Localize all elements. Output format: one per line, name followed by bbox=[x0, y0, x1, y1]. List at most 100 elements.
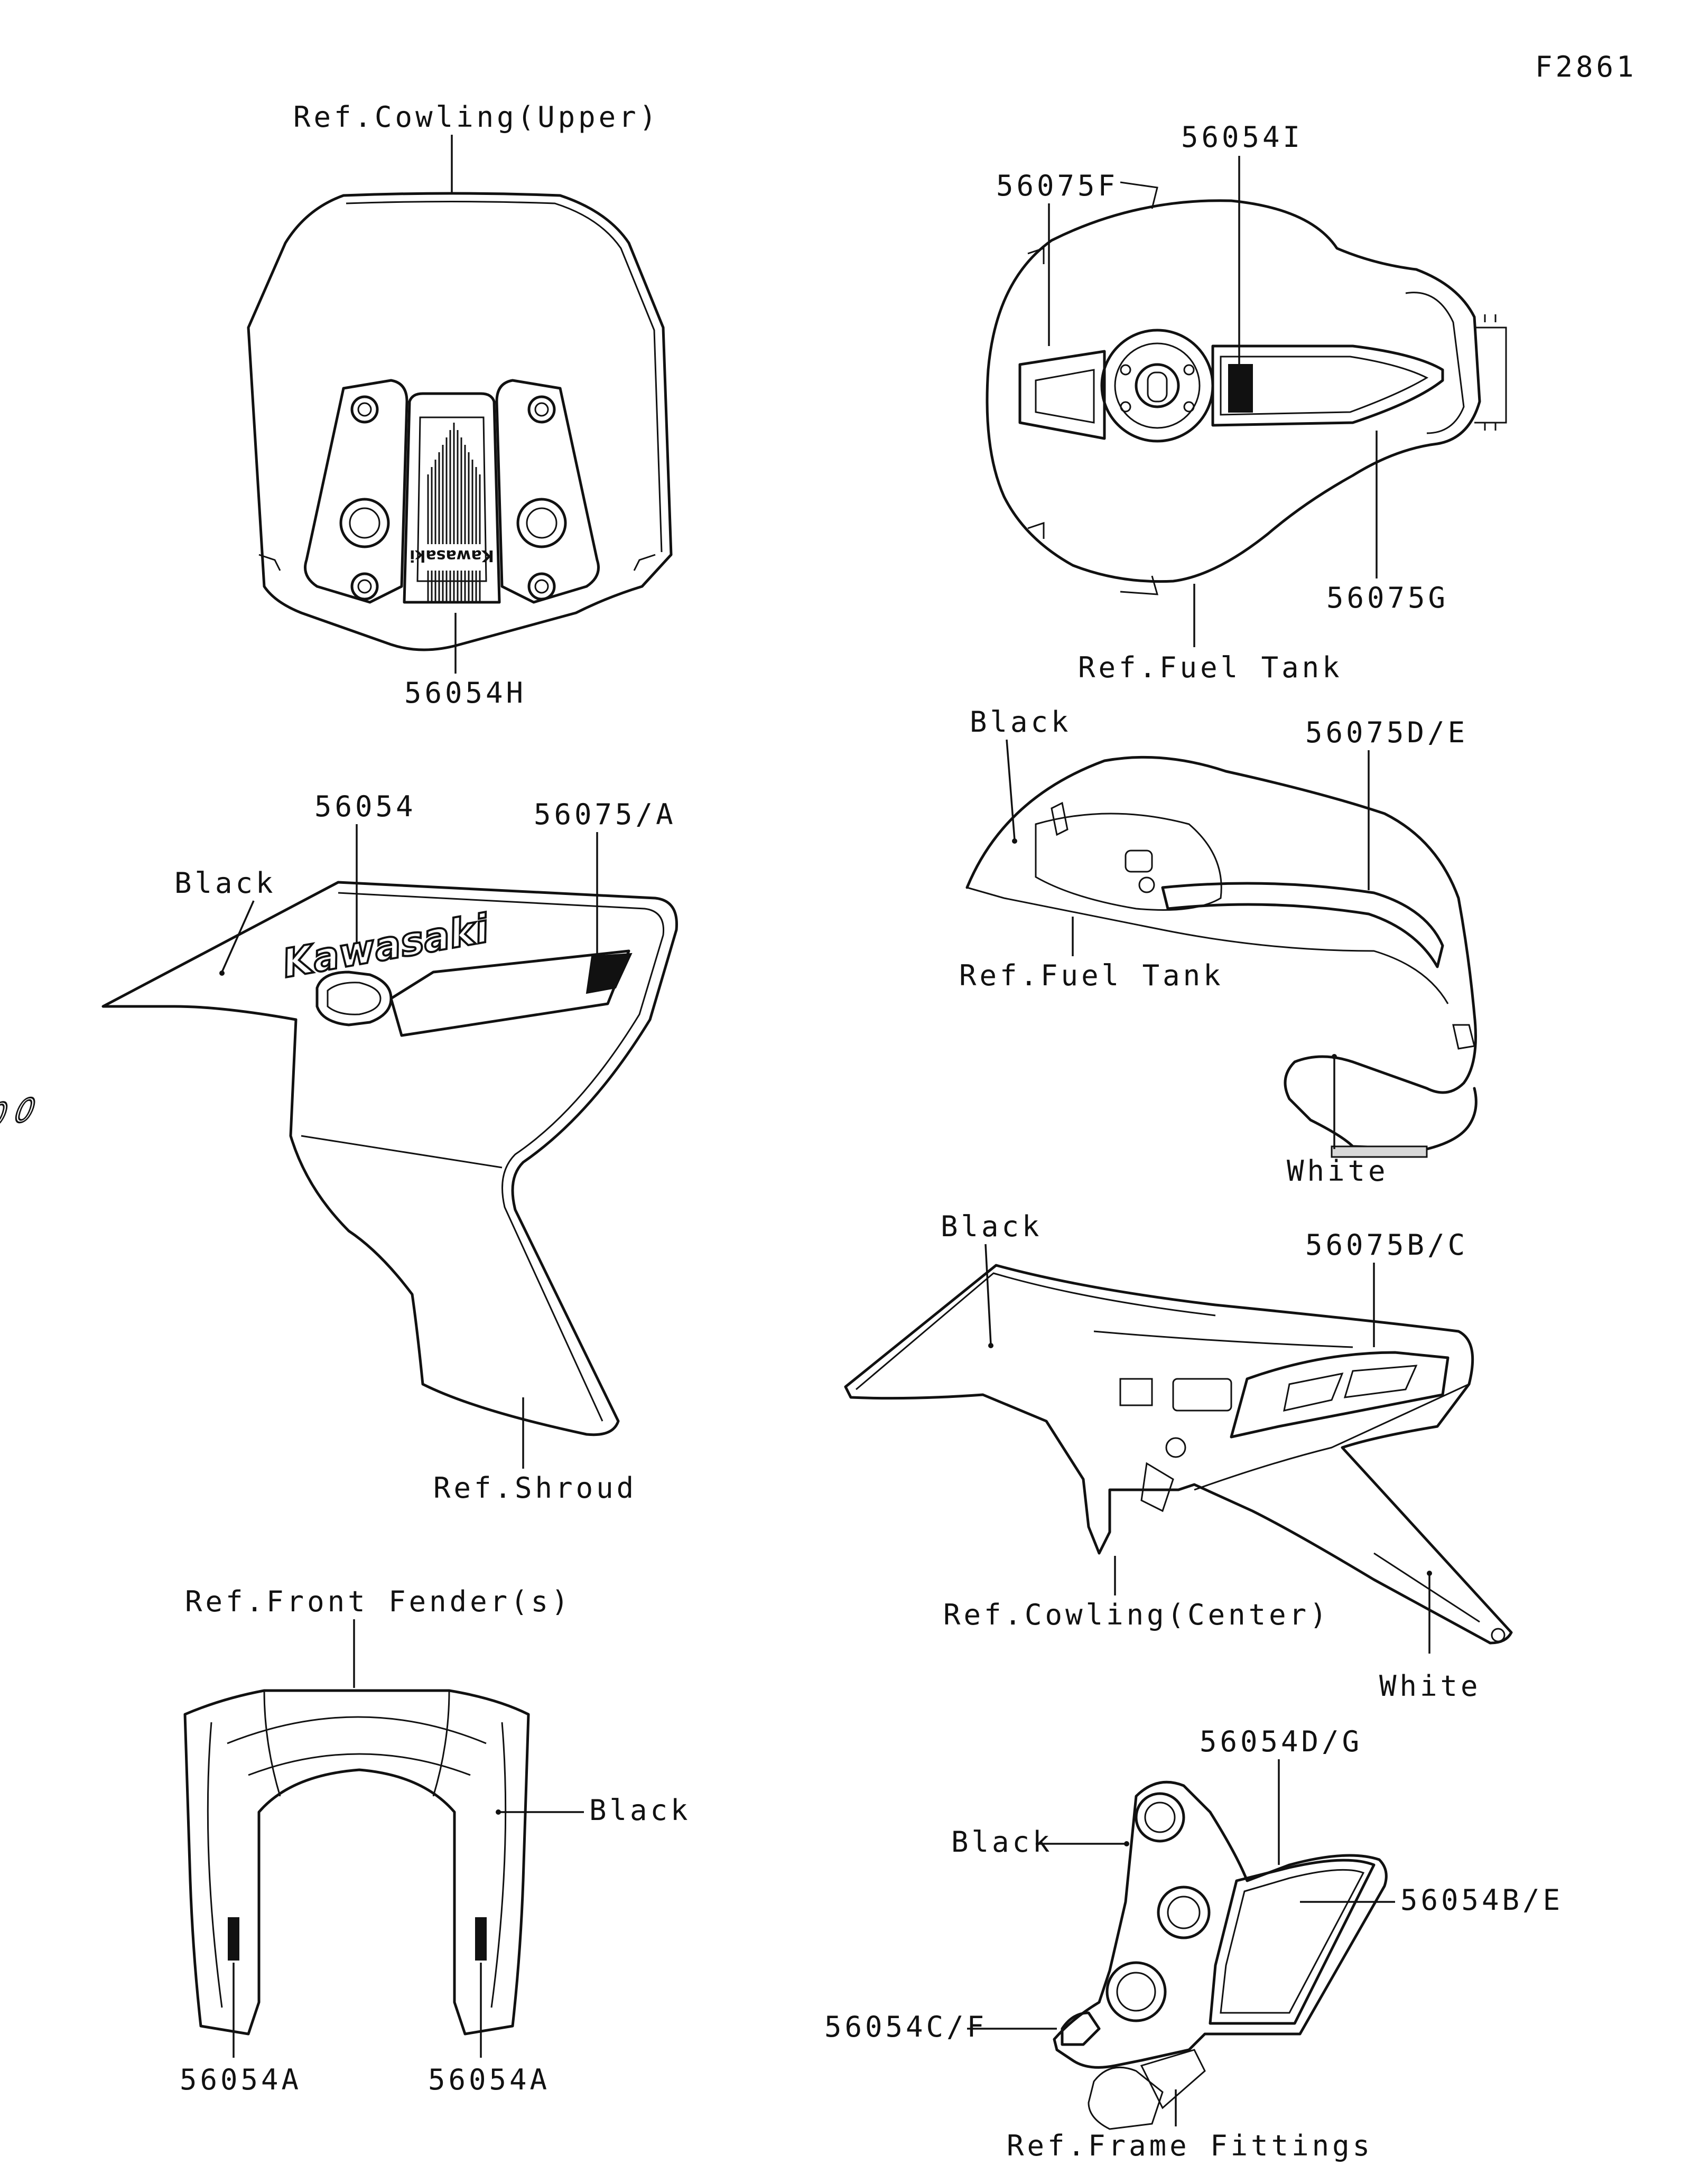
marker-frame-fittings-black bbox=[1124, 1841, 1129, 1846]
fuel-tank-side-rear-clip bbox=[1452, 1024, 1475, 1050]
fuel-tank-side-bracket bbox=[1051, 801, 1069, 836]
frame-fittings-hole-middle bbox=[1157, 1886, 1211, 1939]
fuel-tank-top-filler-bolt-1 bbox=[1120, 364, 1131, 376]
cowling-center-tab bbox=[1140, 1462, 1174, 1513]
frame-fittings-hole-top bbox=[1135, 1792, 1185, 1843]
fuel-tank-top-filler-bolt-4 bbox=[1183, 401, 1195, 413]
label-56054d-g: 56054D/G bbox=[1200, 1725, 1362, 1758]
shroud-decal-boundary bbox=[301, 1135, 503, 1169]
fuel-tank-top-filler-cap bbox=[1100, 329, 1214, 443]
cowling-upper-bolt-2-inner bbox=[534, 402, 549, 417]
cowling-upper-bolt-1-inner bbox=[357, 402, 372, 417]
front-fender-arch-inner bbox=[248, 1753, 471, 1776]
decal-56075b-c-shape bbox=[1230, 1351, 1450, 1439]
front-fender-rib-left bbox=[263, 1690, 281, 1797]
cowling-upper-bolt-4 bbox=[527, 572, 556, 601]
front-fender-arch bbox=[227, 1716, 487, 1744]
frame-fittings-drawing: 56054D/G Black 56054B/E 56054C/F Ref.Fra… bbox=[824, 1725, 1560, 2162]
label-tank-side-black: Black bbox=[970, 705, 1072, 739]
label-tank-side-white: White bbox=[1287, 1154, 1389, 1188]
label-56075g: 56075G bbox=[1326, 581, 1448, 614]
shroud-decal-1000: 1000 bbox=[0, 1089, 47, 1144]
decal-56075f-inner bbox=[1035, 369, 1095, 424]
cowling-center-drawing: Black 56075B/C Ref.Cowling(Center) White bbox=[844, 1210, 1513, 1703]
label-56054c-f: 56054C/F bbox=[824, 2010, 987, 2043]
label-ref-fuel-tank-top: Ref.Fuel Tank bbox=[1078, 651, 1343, 684]
leader-tank-side-black bbox=[1006, 739, 1016, 841]
cowling-upper-inner-line bbox=[346, 201, 663, 553]
fuel-tank-top-bracket bbox=[1474, 326, 1507, 424]
fuel-tank-side-base-plate bbox=[1331, 1145, 1428, 1158]
cowling-upper-center-frame bbox=[403, 392, 501, 604]
cowling-upper-corner-left bbox=[258, 554, 281, 571]
cowling-upper-drawing: Ref.Cowling(Upper) Kawasaki 56054H bbox=[247, 100, 673, 710]
cowling-center-lower-edge bbox=[1194, 1383, 1470, 1491]
label-cowling-center-white: White bbox=[1379, 1669, 1481, 1703]
figure-id: F2861 bbox=[1535, 50, 1637, 83]
cowling-upper-plate-left bbox=[304, 379, 408, 604]
cowling-upper-grommet-right-inner bbox=[526, 507, 558, 539]
decal-56054b-e-shape bbox=[1209, 1859, 1376, 2025]
cowling-center-crease bbox=[1093, 1330, 1353, 1348]
cowling-center-top-edge bbox=[856, 1272, 1216, 1390]
cowling-upper-bolt-3 bbox=[350, 572, 379, 601]
decal-56075g-shape bbox=[1211, 344, 1444, 427]
label-ref-front-fender: Ref.Front Fender(s) bbox=[185, 1585, 572, 1618]
fuel-tank-side-inner-panel bbox=[1035, 813, 1222, 911]
label-ref-frame-fittings: Ref.Frame Fittings bbox=[1007, 2129, 1373, 2162]
front-fender-outline bbox=[183, 1689, 530, 2036]
frame-fittings-hole-top-inner bbox=[1144, 1802, 1176, 1833]
label-56075-a: 56075/A bbox=[534, 798, 676, 831]
fuel-tank-side-fitting-1 bbox=[1125, 850, 1153, 873]
cowling-center-white-stripe bbox=[1373, 1552, 1480, 1623]
fuel-tank-top-filler-bolt-3 bbox=[1120, 401, 1131, 413]
label-fender-black: Black bbox=[589, 1794, 691, 1827]
shroud-inner-trim bbox=[338, 892, 665, 1422]
decal-56054i-mark bbox=[1228, 364, 1253, 413]
frame-fittings-hole-middle-inner bbox=[1167, 1896, 1201, 1929]
label-ref-cowling-upper: Ref.Cowling(Upper) bbox=[293, 100, 659, 134]
marker-tank-side-black bbox=[1012, 838, 1017, 844]
front-fender-leg-left-edge bbox=[207, 1722, 223, 2008]
decal-56054b-e-inner bbox=[1220, 1869, 1365, 2014]
marker-tank-side-white bbox=[1332, 1054, 1337, 1059]
shroud-outline bbox=[101, 881, 678, 1436]
fuel-tank-top-tab-top bbox=[1120, 181, 1158, 209]
fuel-tank-top-outline bbox=[986, 199, 1481, 583]
cowling-upper-plate-right bbox=[495, 379, 600, 604]
cowling-center-rear-bolt bbox=[1491, 1628, 1506, 1642]
frame-fittings-lower-plate bbox=[1088, 2066, 1164, 2130]
marker-cowling-center-black bbox=[988, 1343, 993, 1348]
cowling-upper-grommet-left bbox=[339, 498, 390, 548]
front-fender-drawing: Ref.Front Fender(s) Black 56054A 56054A bbox=[180, 1585, 691, 2096]
label-ref-fuel-tank-side: Ref.Fuel Tank bbox=[959, 959, 1224, 992]
cowling-upper-bolt-1 bbox=[350, 395, 379, 424]
cowling-upper-bolt-4-inner bbox=[534, 579, 549, 594]
frame-fittings-outline bbox=[1053, 1780, 1388, 2069]
cowling-upper-stripe-decal bbox=[427, 423, 481, 602]
shroud-grommet-inner bbox=[327, 982, 382, 1015]
label-56054a-right: 56054A bbox=[428, 2063, 550, 2096]
fuel-tank-top-drawing: 56054I 56075F 56075G Ref.Fuel Tan bbox=[986, 120, 1507, 684]
cowling-upper-center-window bbox=[416, 416, 487, 582]
cowling-upper-corner-right bbox=[633, 554, 656, 571]
label-cowling-center-black: Black bbox=[941, 1210, 1043, 1243]
decal-56075b-c-letter-1 bbox=[1283, 1372, 1344, 1412]
marker-shroud-black bbox=[219, 970, 225, 976]
frame-fittings-hole-lower-inner bbox=[1116, 1972, 1156, 2012]
frame-fittings-hole-lower bbox=[1105, 1961, 1167, 2022]
cowling-upper-grommet-right bbox=[516, 498, 567, 548]
shroud-drawing: 56054 56075/A Black Kawasaki 1000 Ref.Sh… bbox=[0, 790, 678, 1505]
label-ref-shroud: Ref.Shroud bbox=[433, 1471, 637, 1505]
decal-56054c-f-shape bbox=[1061, 2011, 1101, 2046]
fuel-tank-top-clip-2 bbox=[1027, 521, 1045, 539]
cowling-upper-bolt-3-inner bbox=[357, 579, 372, 594]
fuel-tank-top-rear bbox=[1405, 292, 1465, 434]
fuel-tank-side-outline bbox=[965, 755, 1478, 1151]
cowling-upper-grommet-left-inner bbox=[349, 507, 380, 539]
label-56054h: 56054H bbox=[404, 676, 526, 710]
front-fender-leg-right-edge bbox=[490, 1722, 507, 2008]
decal-56054a-right bbox=[475, 1917, 487, 1961]
marker-cowling-center-white bbox=[1427, 1571, 1432, 1576]
